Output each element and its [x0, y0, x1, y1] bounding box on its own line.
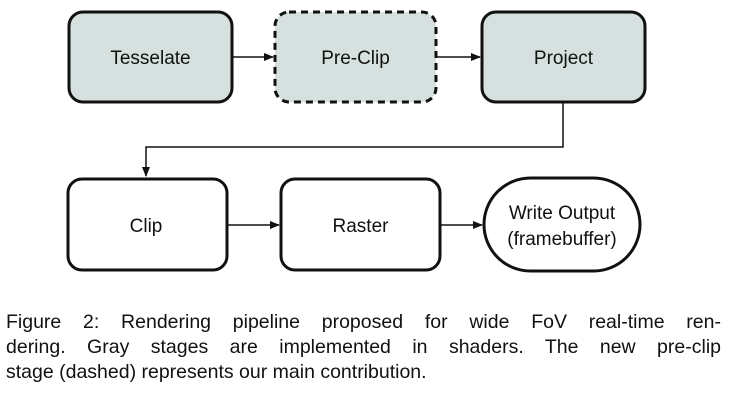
pipeline-diagram: Tesselate Pre-Clip Project Clip Raster W…: [66, 10, 647, 273]
node-preclip: Pre-Clip: [273, 10, 438, 104]
caption-line-3: stage (dashed) represents our main contr…: [6, 361, 427, 383]
node-tesselate: Tesselate: [67, 10, 234, 104]
node-project-label: Project: [534, 48, 594, 69]
node-write-output-box: [482, 176, 642, 273]
arrow-project-to-clip: [142, 102, 564, 177]
node-preclip-label: Pre-Clip: [321, 48, 390, 69]
caption-line-1: Figure 2: Rendering pipeline proposed fo…: [6, 311, 721, 333]
node-write-output-label-line2: (framebuffer): [507, 229, 616, 250]
node-raster: Raster: [279, 177, 442, 272]
caption-line-2: dering. Gray stages are implemented in s…: [6, 336, 721, 358]
figure-caption: Figure 2: Rendering pipeline proposed fo…: [6, 310, 721, 385]
node-raster-label: Raster: [333, 216, 390, 237]
node-tesselate-label: Tesselate: [110, 48, 190, 69]
node-write-output-label-line1: Write Output: [509, 203, 616, 224]
node-clip: Clip: [66, 177, 229, 272]
node-clip-label: Clip: [130, 216, 163, 237]
node-project: Project: [480, 10, 647, 104]
node-write-output: Write Output (framebuffer): [482, 176, 642, 273]
